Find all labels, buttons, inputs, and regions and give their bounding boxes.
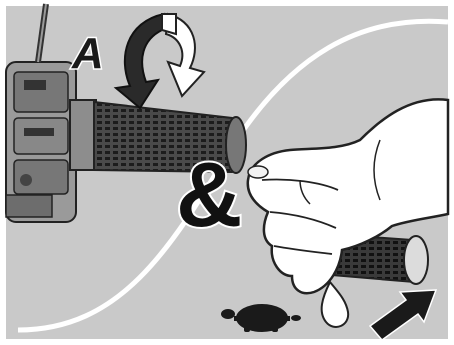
rotation-label: A (71, 29, 104, 78)
combine-symbol: & (176, 144, 242, 246)
